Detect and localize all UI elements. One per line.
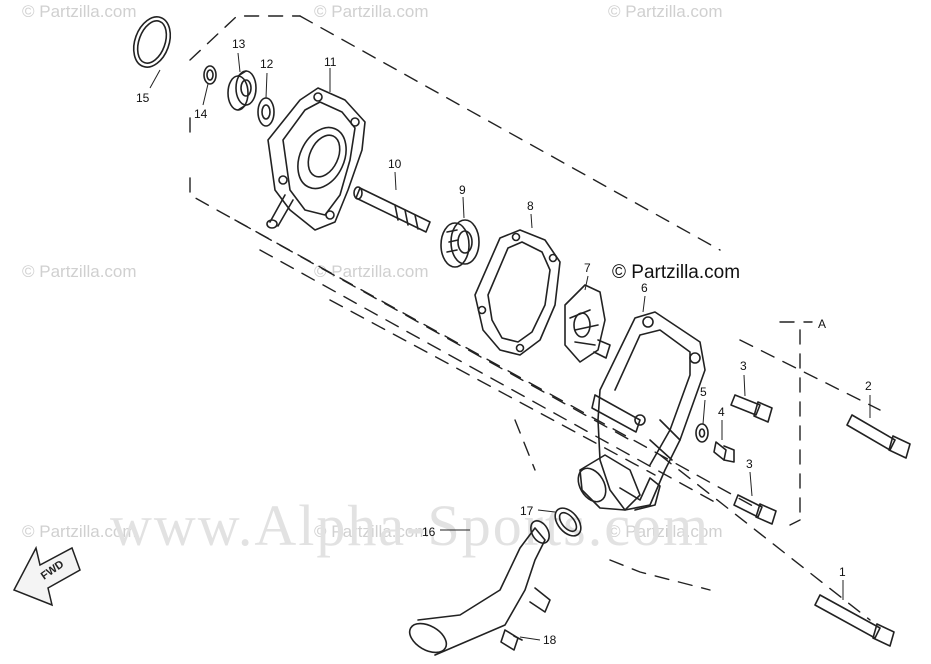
bearing (227, 70, 257, 111)
watermark-bottom-left: © Partzilla.com (22, 522, 137, 541)
circlip (203, 65, 217, 85)
leader-lines (149, 52, 871, 641)
callout-15: 15 (136, 91, 150, 105)
callout-18: 18 (543, 633, 557, 647)
bolt-short-lower (733, 494, 777, 525)
water-pipe (408, 520, 551, 656)
pump-shaft (353, 186, 431, 233)
gasket (474, 229, 561, 356)
reference-mark-a: A (818, 317, 827, 331)
drain-bolt (713, 441, 735, 463)
callout-2: 2 (865, 379, 872, 393)
impeller (564, 284, 611, 363)
callout-10: 10 (388, 157, 402, 171)
callout-17: 17 (520, 504, 534, 518)
callout-11: 11 (324, 55, 337, 69)
partzilla-watermark: © Partzilla.com (612, 262, 741, 283)
callout-7: 7 (584, 261, 591, 275)
callout-14: 14 (194, 107, 208, 121)
watermark-top-right: © Partzilla.com (608, 2, 723, 21)
callout-5: 5 (700, 385, 707, 399)
pipe-bolt (500, 629, 523, 651)
bolt-long-lower (814, 594, 895, 647)
oil-seal (257, 97, 275, 127)
forward-direction-arrow: FWD (12, 545, 81, 607)
callout-4: 4 (718, 405, 725, 419)
callout-13: 13 (232, 37, 246, 51)
watermark-mid-mid: © Partzilla.com (314, 262, 429, 281)
callout-6: 6 (641, 281, 648, 295)
washer (695, 423, 709, 443)
callout-3-upper: 3 (740, 359, 747, 373)
watermark-mid-left: © Partzilla.com (22, 262, 137, 281)
o-ring-small (554, 507, 582, 537)
mechanical-seal (440, 219, 480, 268)
pump-cover (266, 87, 366, 231)
watermark-bottom-right: © Partzilla.com (608, 522, 723, 541)
callout-1: 1 (839, 565, 846, 579)
alignment-lines (189, 15, 881, 621)
pump-body (577, 311, 706, 511)
bolt-short-upper (730, 394, 773, 423)
o-ring-large (132, 16, 172, 68)
callout-12: 12 (260, 57, 274, 71)
callout-3-lower: 3 (746, 457, 753, 471)
bolt-long-upper (846, 414, 911, 459)
watermark-bottom-mid: © Partzilla.com (314, 522, 429, 541)
watermark-top-left: © Partzilla.com (22, 2, 137, 21)
callout-8: 8 (527, 199, 534, 213)
watermark-top-mid: © Partzilla.com (314, 2, 429, 21)
site-watermark: www.Alpha-Sports.com (110, 493, 711, 558)
callout-16: 16 (422, 525, 436, 539)
callout-9: 9 (459, 183, 466, 197)
